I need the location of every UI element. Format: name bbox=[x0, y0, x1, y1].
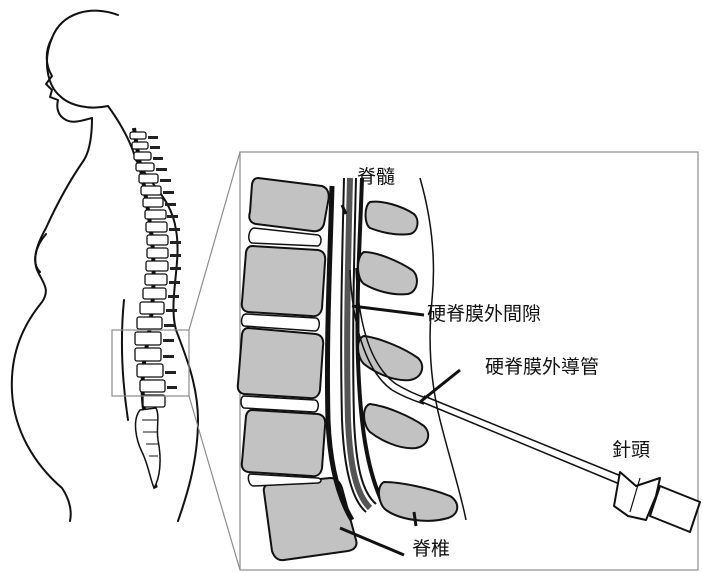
label-vertebra: 脊椎 bbox=[412, 540, 450, 559]
label-spinal-cord: 脊髓 bbox=[357, 168, 395, 187]
pregnant-woman-silhouette bbox=[12, 11, 198, 521]
leader-epidural-space bbox=[352, 306, 424, 315]
vertebra-stack bbox=[130, 132, 168, 407]
label-needle: 針頭 bbox=[612, 441, 650, 460]
back-skin-line bbox=[420, 178, 466, 520]
label-epidural-space: 硬脊膜外間隙 bbox=[427, 305, 541, 324]
spine-detail bbox=[238, 178, 700, 560]
leader-inner-mark bbox=[414, 512, 416, 526]
label-epidural-catheter: 硬脊膜外導管 bbox=[485, 358, 599, 377]
leader-epidural-catheter bbox=[420, 370, 460, 402]
